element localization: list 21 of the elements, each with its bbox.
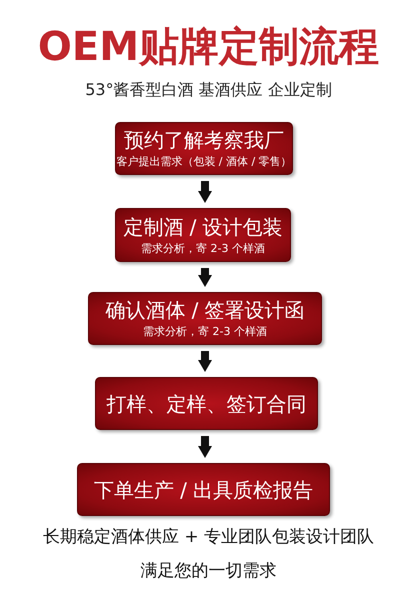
step-title: 打样、定样、签订合同 bbox=[106, 392, 306, 416]
arrow bbox=[198, 436, 212, 458]
step-title: 确认酒体 / 签署设计函 bbox=[105, 298, 305, 322]
footer-text: 满足您的一切需求 bbox=[140, 560, 278, 582]
step-box bbox=[77, 463, 330, 516]
title: OEM贴牌定制流程 bbox=[36, 24, 380, 70]
step-title: 下单生产 / 出具质检报告 bbox=[94, 478, 314, 502]
step-note: 需求分析，寄 2-3 个样酒 bbox=[143, 324, 267, 339]
subtitle: 53°酱香型白酒 基酒供应 企业定制 bbox=[84, 80, 333, 100]
step-title: 定制酒 / 设计包装 bbox=[123, 214, 283, 238]
arrow bbox=[198, 268, 212, 287]
footer-text: 长期稳定酒体供应 + 专业团队包装设计团队 bbox=[42, 526, 376, 548]
step-note: 客户提出需求（包装 / 酒体 / 零售） bbox=[116, 154, 292, 169]
step-box bbox=[88, 292, 322, 345]
step-box bbox=[115, 122, 293, 175]
step-box bbox=[115, 208, 291, 262]
arrow bbox=[198, 181, 212, 203]
arrow bbox=[198, 351, 212, 372]
step-box bbox=[95, 377, 318, 430]
step-title: 预约了解考察我厂 bbox=[124, 128, 284, 152]
step-note: 需求分析，寄 2-3 个样酒 bbox=[141, 240, 265, 256]
